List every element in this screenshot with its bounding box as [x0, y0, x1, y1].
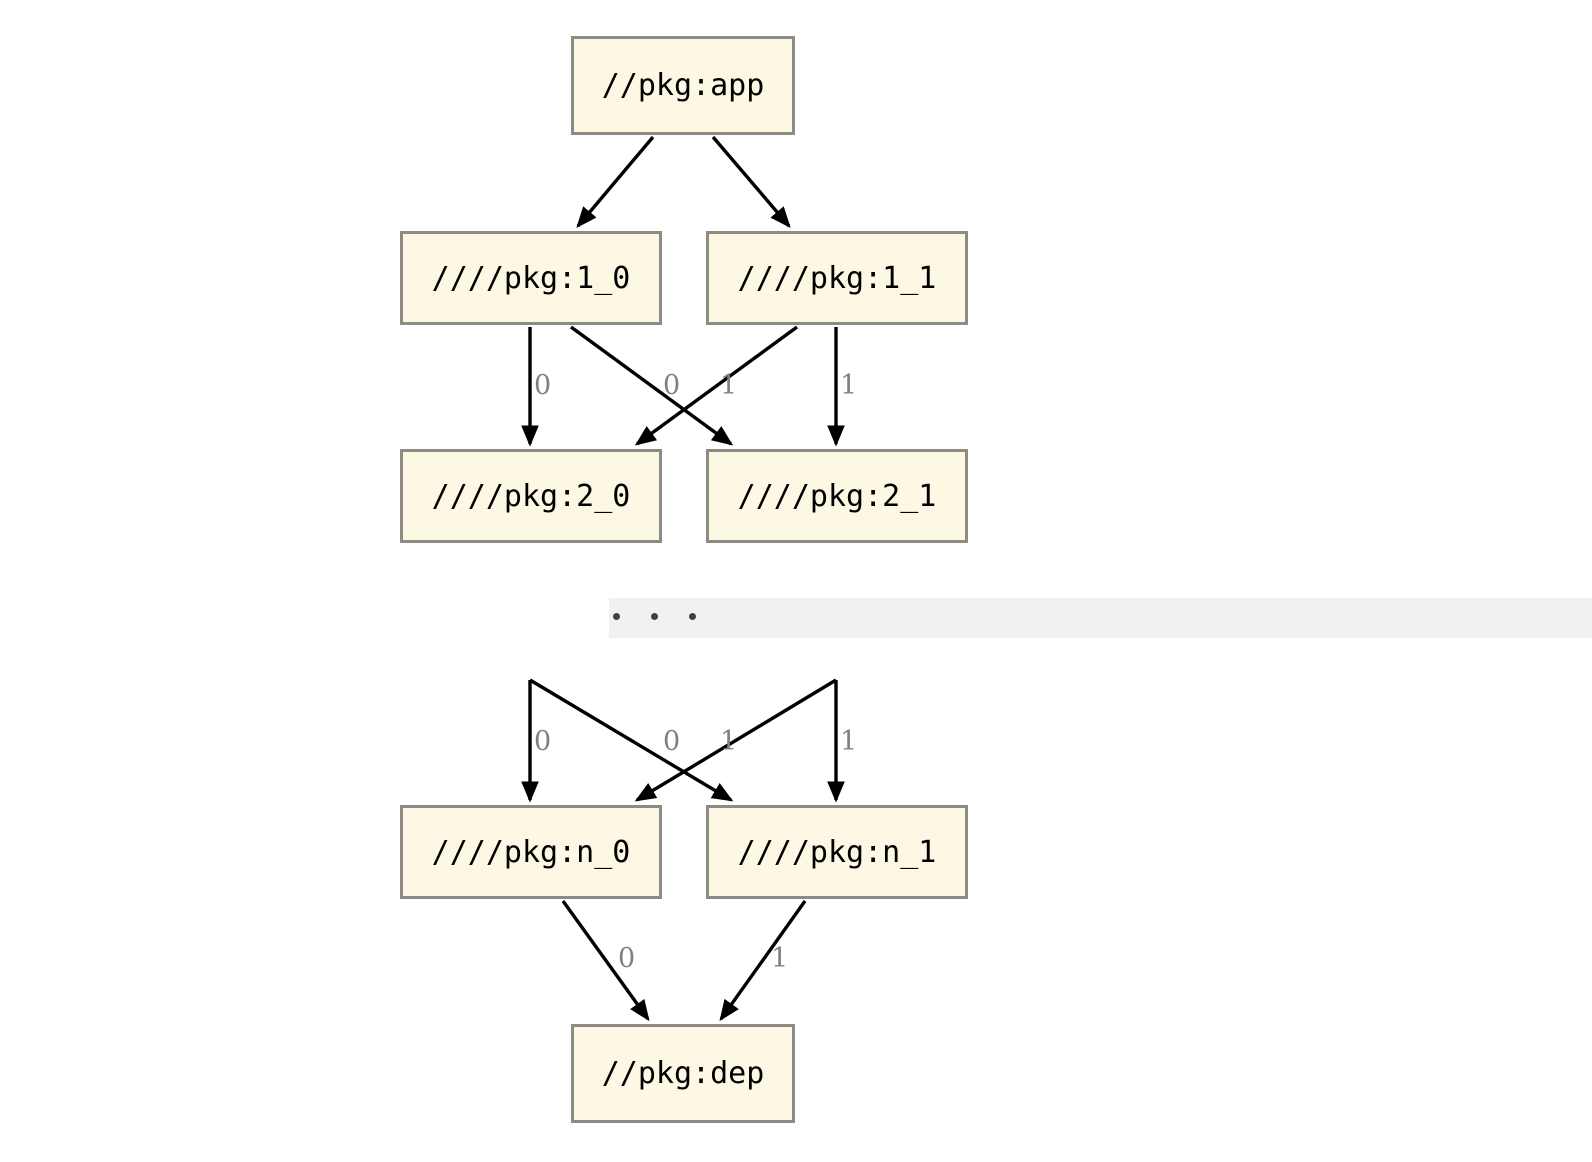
graph-node-label: ////pkg:2_1	[737, 478, 937, 514]
graph-node-l2_0[interactable]: ////pkg:2_0	[400, 449, 662, 543]
graph-node-l1_1[interactable]: ////pkg:1_1	[706, 231, 968, 325]
graph-edge	[634, 678, 837, 802]
graph-node-label: ////pkg:2_0	[431, 478, 631, 514]
graph-node-label: //pkg:dep	[601, 1056, 765, 1091]
edge-label: 1	[840, 370, 858, 401]
edge-layer	[521, 135, 845, 1022]
graph-edge	[576, 135, 655, 229]
ellipsis-dots	[609, 613, 696, 638]
graph-edge	[719, 900, 807, 1022]
edge-label: 1	[840, 726, 858, 757]
graph-node-l1_0[interactable]: ////pkg:1_0	[400, 231, 662, 325]
graph-node-label: ////pkg:n_1	[737, 834, 937, 870]
edge-label: 1	[720, 370, 738, 401]
graph-node-l2_1[interactable]: ////pkg:2_1	[706, 449, 968, 543]
graph-node-app[interactable]: //pkg:app	[571, 36, 795, 135]
graph-edge	[561, 900, 650, 1022]
edge-label: 0	[534, 370, 552, 401]
graph-edge	[569, 325, 734, 446]
ellipsis-dot	[651, 613, 658, 620]
edge-label: 0	[618, 943, 636, 974]
graph-edge	[711, 135, 791, 229]
edge-label: 0	[663, 370, 681, 401]
graph-node-label: //pkg:app	[601, 68, 765, 103]
graph-node-ln_0[interactable]: ////pkg:n_0	[400, 805, 662, 899]
edge-label: 1	[720, 726, 738, 757]
edge-label: 0	[534, 726, 552, 757]
ellipsis-dot	[613, 613, 620, 620]
edge-label: 0	[663, 726, 681, 757]
edge-label: 1	[771, 943, 789, 974]
graph-node-dep[interactable]: //pkg:dep	[571, 1024, 795, 1123]
ellipsis-dot	[689, 613, 696, 620]
graph-node-label: ////pkg:1_1	[737, 260, 937, 296]
graph-edge	[529, 678, 734, 802]
graph-node-label: ////pkg:1_0	[431, 260, 631, 296]
graph-node-ln_1[interactable]: ////pkg:n_1	[706, 805, 968, 899]
elided-nodes-band	[609, 598, 1592, 638]
graph-node-label: ////pkg:n_0	[431, 834, 631, 870]
graph-edge	[634, 325, 799, 446]
